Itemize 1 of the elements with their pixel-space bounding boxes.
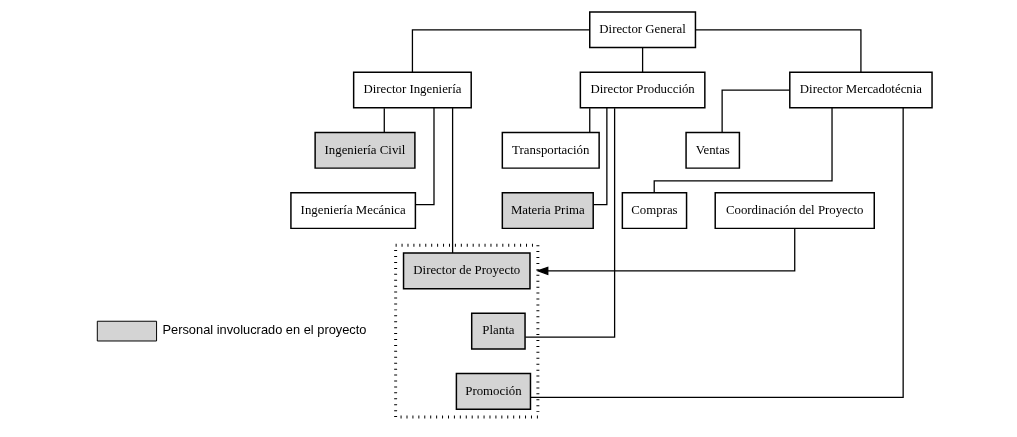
legend-label: Personal involucrado en el proyecto (162, 322, 367, 338)
